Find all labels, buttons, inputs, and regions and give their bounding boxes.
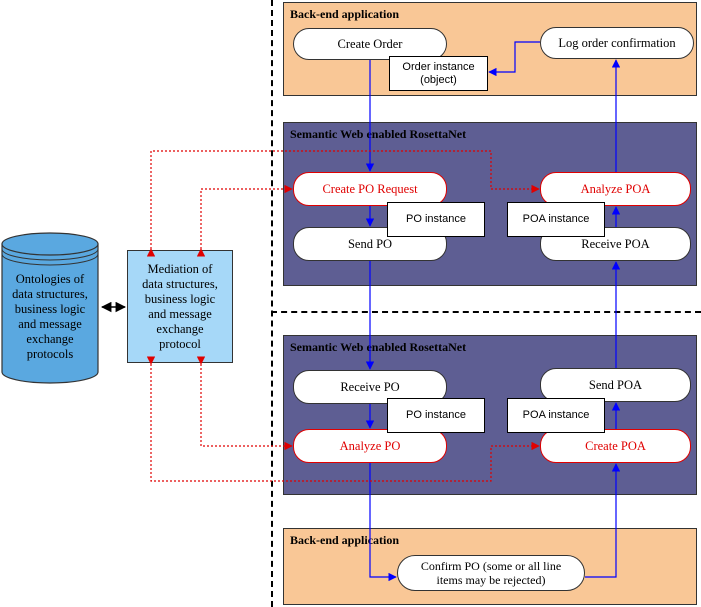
- horizontal-separator: [271, 311, 701, 313]
- mediation-to-create-po-request-arrow: [196, 184, 293, 257]
- mediation-box[interactable]: Mediation of data structures, business l…: [127, 250, 233, 363]
- lower-po-instance-box[interactable]: PO instance: [387, 398, 485, 433]
- order-instance-label: Order instance (object): [402, 60, 475, 86]
- send-poa-label: Send POA: [588, 378, 643, 392]
- analyze-po-label: Analyze PO: [339, 439, 401, 453]
- receive-po-label: Receive PO: [340, 380, 400, 394]
- upper-poa-instance-label: POA instance: [522, 213, 590, 225]
- order-instance-box[interactable]: Order instance (object): [389, 56, 488, 91]
- confirm-po-label: Confirm PO (some or all line items may b…: [420, 559, 562, 587]
- top-backend-title: Back-end application: [290, 7, 400, 21]
- create-order-node[interactable]: Create Order: [293, 28, 447, 60]
- send-poa-node[interactable]: Send POA: [540, 368, 691, 402]
- analyze-poa-node[interactable]: Analyze POA: [540, 172, 691, 206]
- ontologies-database-icon[interactable]: [0, 232, 100, 386]
- create-po-request-label: Create PO Request: [322, 182, 418, 196]
- lower-po-instance-label: PO instance: [406, 409, 466, 421]
- lower-rosettanet-title: Semantic Web enabled RosettaNet: [290, 340, 467, 354]
- bottom-backend-title: Back-end application: [290, 533, 400, 547]
- ontologies-text: Ontologies of data structures, business …: [0, 262, 100, 372]
- vertical-separator: [271, 0, 273, 607]
- upper-poa-instance-box[interactable]: POA instance: [507, 202, 605, 237]
- create-poa-node[interactable]: Create POA: [540, 429, 691, 463]
- analyze-po-node[interactable]: Analyze PO: [293, 429, 447, 463]
- upper-rosettanet-title: Semantic Web enabled RosettaNet: [290, 127, 467, 141]
- ontologies-label: Ontologies of data structures, business …: [12, 272, 88, 361]
- receive-poa-label: Receive POA: [581, 237, 650, 251]
- upper-po-instance-box[interactable]: PO instance: [387, 202, 485, 237]
- log-order-confirmation-label: Log order confirmation: [558, 36, 676, 50]
- mediation-to-analyze-po-arrow: [196, 356, 293, 451]
- create-poa-label: Create POA: [585, 439, 646, 453]
- upper-po-instance-label: PO instance: [406, 213, 466, 225]
- create-order-label: Create Order: [337, 37, 403, 51]
- log-order-confirmation-node[interactable]: Log order confirmation: [540, 27, 694, 59]
- lower-poa-instance-box[interactable]: POA instance: [507, 398, 605, 433]
- create-po-request-node[interactable]: Create PO Request: [293, 172, 447, 206]
- confirm-po-node[interactable]: Confirm PO (some or all line items may b…: [397, 555, 585, 591]
- lower-poa-instance-label: POA instance: [522, 409, 590, 421]
- analyze-poa-label: Analyze POA: [580, 182, 651, 196]
- send-po-label: Send PO: [347, 237, 393, 251]
- mediation-label: Mediation of data structures, business l…: [142, 261, 218, 351]
- lower-rosettanet-panel: Semantic Web enabled RosettaNet: [283, 335, 697, 495]
- bottom-backend-panel: Back-end application: [283, 528, 697, 605]
